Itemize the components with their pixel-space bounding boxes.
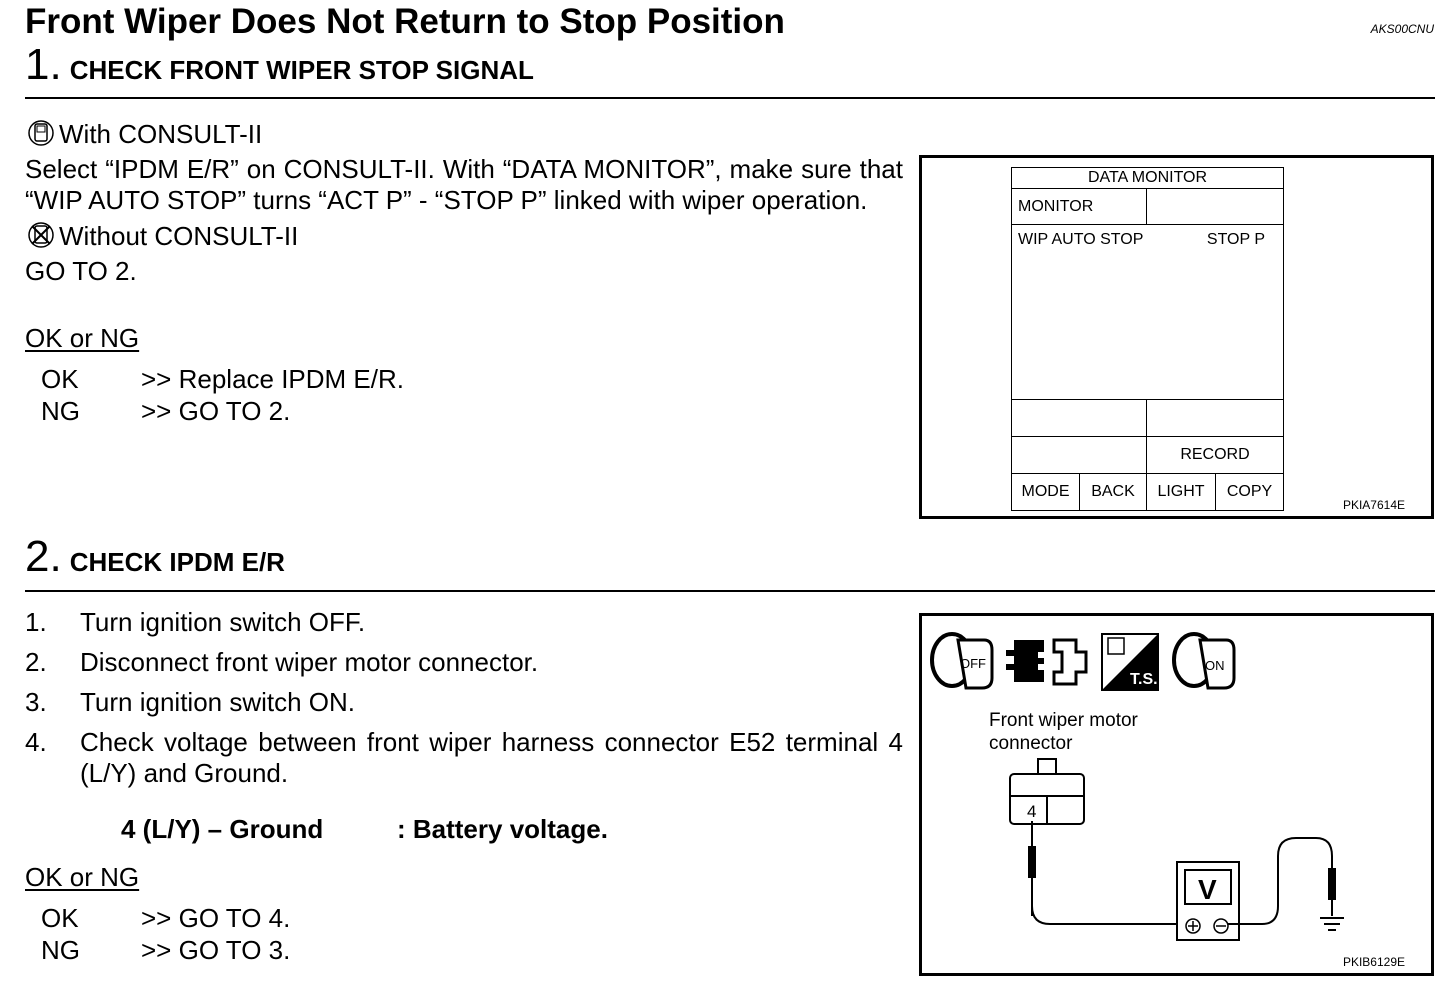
voltage-check-diagram: OFF T.S. ON Front wiper motor connector (930, 632, 1344, 941)
step-2-heading: 2.CHECK IPDM E/R (25, 532, 285, 582)
procedure-text: Check voltage between front wiper harnes… (80, 727, 903, 788)
terminal-number: 4 (1027, 802, 1036, 821)
svg-text:ON: ON (1205, 658, 1225, 673)
monitor-item-value: STOP P (1206, 231, 1265, 248)
step-2-result-ok: OK >> GO TO 4. (41, 903, 290, 934)
step-1-result-ok: OK >> Replace IPDM E/R. (41, 364, 404, 395)
consult-icon (25, 119, 57, 154)
screen-title: DATA MONITOR (1011, 167, 1284, 189)
step-2-title: CHECK IPDM E/R (69, 547, 285, 577)
procedure-text: Turn ignition switch ON. (80, 687, 356, 717)
step-2-ok-or-ng: OK or NG (25, 862, 140, 892)
ignition-on-icon: ON (1172, 632, 1236, 690)
procedure-number: 4. (25, 727, 47, 757)
ground-probe-tip (1328, 868, 1336, 900)
voltage-check-figure: OFF T.S. ON Front wiper motor connector (919, 613, 1434, 976)
step-1-body: With CONSULT-II Select “IPDM E/R” on CON… (25, 119, 903, 287)
light-button[interactable]: LIGHT (1146, 473, 1216, 511)
step-1-result-ng: NG >> GO TO 2. (41, 396, 290, 427)
step-1-heading: 1.CHECK FRONT WIPER STOP SIGNAL (25, 40, 534, 90)
meter-label: V (1198, 874, 1217, 905)
procedure-item: 1. Turn ignition switch OFF. (25, 607, 903, 638)
spec-value: : Battery voltage. (397, 814, 608, 844)
monitor-item-name: WIP AUTO STOP (1018, 231, 1144, 248)
negative-wire (1228, 837, 1333, 925)
monitor-blank-cell (1146, 188, 1284, 225)
result-key: OK (41, 364, 79, 394)
copy-button[interactable]: COPY (1215, 473, 1284, 511)
wiper-motor-connector: 4 (1009, 758, 1085, 825)
result-action: >> GO TO 4. (141, 903, 291, 933)
result-action: >> GO TO 3. (141, 935, 291, 965)
screen-blank-cell (1146, 399, 1284, 437)
step-1-number: 1. (25, 40, 62, 89)
result-key: OK (41, 903, 79, 933)
procedure-text: Turn ignition switch OFF. (80, 607, 366, 637)
result-key: NG (41, 935, 80, 965)
document-code: AKS00CNU (1370, 22, 1434, 36)
step-1-instruction: Select “IPDM E/R” on CONSULT-II. With “D… (25, 154, 903, 215)
step-1-divider (25, 97, 1435, 99)
voltage-spec: 4 (L/Y) – Ground : Battery voltage. (121, 814, 608, 845)
result-key: NG (41, 396, 80, 426)
figure-code: PKIA7614E (1342, 498, 1405, 512)
with-consult-label: With CONSULT-II (59, 119, 263, 149)
mode-button[interactable]: MODE (1011, 473, 1080, 511)
positive-wire (1031, 905, 1190, 925)
connector-label-line-2: connector (989, 733, 1073, 754)
screen-blank-cell (1011, 399, 1147, 437)
procedure-number: 3. (25, 687, 47, 717)
procedure-item: 4. Check voltage between front wiper harn… (25, 727, 903, 789)
voltmeter: V (1176, 861, 1240, 941)
without-consult-line: Without CONSULT-II (25, 221, 903, 256)
screen-blank-cell (1011, 436, 1147, 474)
ignition-off-icon: OFF (930, 632, 994, 690)
with-consult-line: With CONSULT-II (25, 119, 903, 154)
procedure-item: 3. Turn ignition switch ON. (25, 687, 903, 718)
spec-terminals: 4 (L/Y) – Ground (121, 814, 324, 844)
procedure-number: 1. (25, 607, 47, 637)
result-action: >> Replace IPDM E/R. (141, 364, 404, 394)
svg-text:T.S.: T.S. (1130, 671, 1158, 688)
positive-terminal-icon (1185, 918, 1201, 934)
connector-label-line-1: Front wiper motor (989, 710, 1139, 731)
step-1-ok-or-ng: OK or NG (25, 323, 140, 353)
no-consult-icon (25, 221, 57, 256)
procedure-text: Disconnect front wiper motor connector. (80, 647, 539, 677)
step-2-number: 2. (25, 532, 62, 581)
ground-icon (1320, 917, 1344, 931)
negative-terminal-icon (1213, 918, 1229, 934)
without-consult-label: Without CONSULT-II (59, 221, 299, 251)
step-2-divider (25, 590, 1435, 592)
probe-tip (1028, 846, 1036, 878)
procedure-number: 2. (25, 647, 47, 677)
record-button[interactable]: RECORD (1146, 436, 1284, 474)
step-2-result-ng: NG >> GO TO 3. (41, 935, 290, 966)
monitor-label: MONITOR (1011, 188, 1147, 225)
result-action: >> GO TO 2. (141, 396, 291, 426)
data-monitor-screen: DATA MONITOR MONITOR WIP AUTO STOP STOP … (1011, 167, 1284, 511)
step-2-procedure-list: 1. Turn ignition switch OFF. 2. Disconnect… (25, 607, 903, 798)
disconnect-connector-icon (1006, 638, 1088, 686)
svg-text:OFF: OFF (960, 656, 986, 671)
monitor-item-row: WIP AUTO STOP STOP P (1011, 224, 1284, 400)
data-monitor-figure: DATA MONITOR MONITOR WIP AUTO STOP STOP … (919, 155, 1434, 519)
procedure-item: 2. Disconnect front wiper motor connector… (25, 647, 903, 678)
test-tester-icon: T.S. (1101, 633, 1159, 691)
page-title: Front Wiper Does Not Return to Stop Posi… (25, 2, 785, 41)
back-button[interactable]: BACK (1079, 473, 1147, 511)
step-1-goto: GO TO 2. (25, 256, 137, 286)
step-1-title: CHECK FRONT WIPER STOP SIGNAL (69, 55, 534, 85)
figure-code: PKIB6129E (1342, 955, 1405, 969)
